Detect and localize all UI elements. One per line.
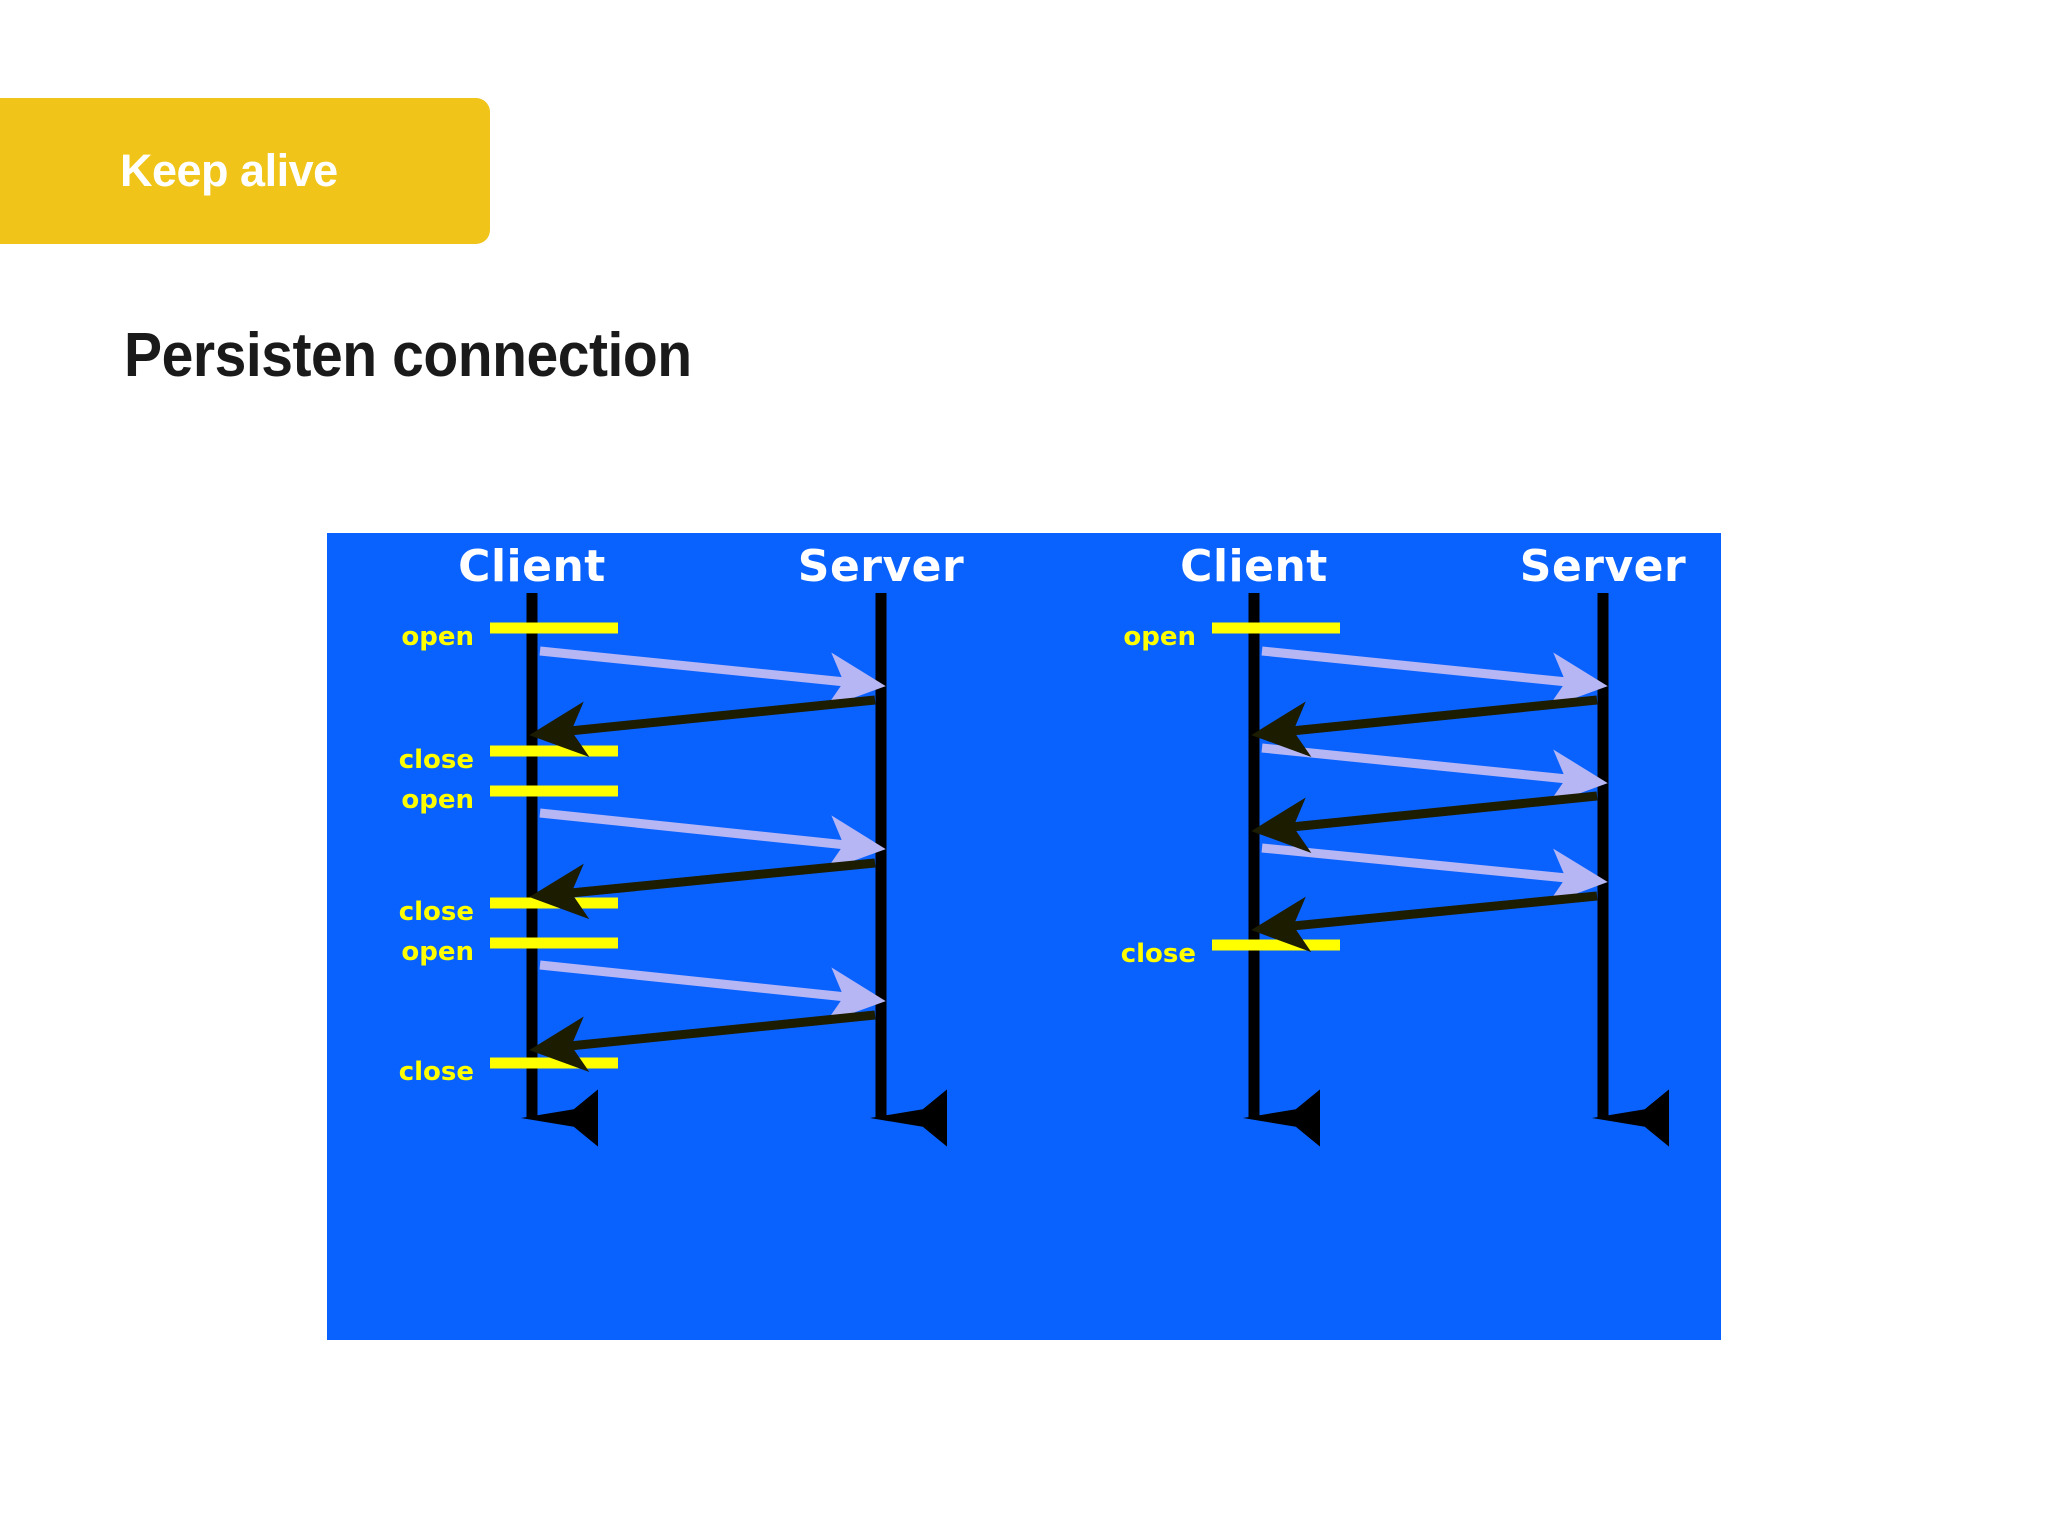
request-arrow-1 bbox=[1261, 646, 1608, 709]
lane-header-client: Client bbox=[1180, 541, 1328, 592]
response-arrow-1 bbox=[1251, 695, 1598, 758]
request-arrow-2 bbox=[539, 808, 886, 871]
marker-label-close: close bbox=[399, 897, 474, 927]
request-arrow-1 bbox=[539, 646, 886, 709]
response-arrow-3 bbox=[1251, 891, 1598, 953]
diagram-panel-persistent-connection: Client Server open close bbox=[1121, 541, 1686, 1147]
marker-label-open: open bbox=[401, 785, 474, 815]
diagram-panel-non-persistent-connection: Client Server open close open close open close bbox=[399, 541, 964, 1147]
response-arrow-3 bbox=[529, 1010, 876, 1073]
marker-label-close: close bbox=[1121, 939, 1196, 969]
lane-header-server: Server bbox=[1520, 541, 1686, 592]
response-arrow-2 bbox=[1251, 791, 1598, 854]
lane-header-client: Client bbox=[458, 541, 606, 592]
lane-header-server: Server bbox=[798, 541, 964, 592]
response-arrow-1 bbox=[529, 695, 876, 758]
request-arrow-2 bbox=[1261, 743, 1608, 806]
request-arrow-3 bbox=[1261, 843, 1608, 905]
marker-label-open: open bbox=[401, 937, 474, 967]
keep-alive-badge-label: Keep alive bbox=[120, 145, 338, 196]
page-title: Persisten connection bbox=[124, 321, 692, 390]
marker-label-close: close bbox=[399, 745, 474, 775]
marker-label-open: open bbox=[1123, 622, 1196, 652]
marker-label-open: open bbox=[401, 622, 474, 652]
marker-label-close: close bbox=[399, 1057, 474, 1087]
keep-alive-badge: Keep alive bbox=[0, 98, 490, 244]
response-arrow-2 bbox=[529, 858, 876, 920]
request-arrow-3 bbox=[539, 960, 886, 1023]
